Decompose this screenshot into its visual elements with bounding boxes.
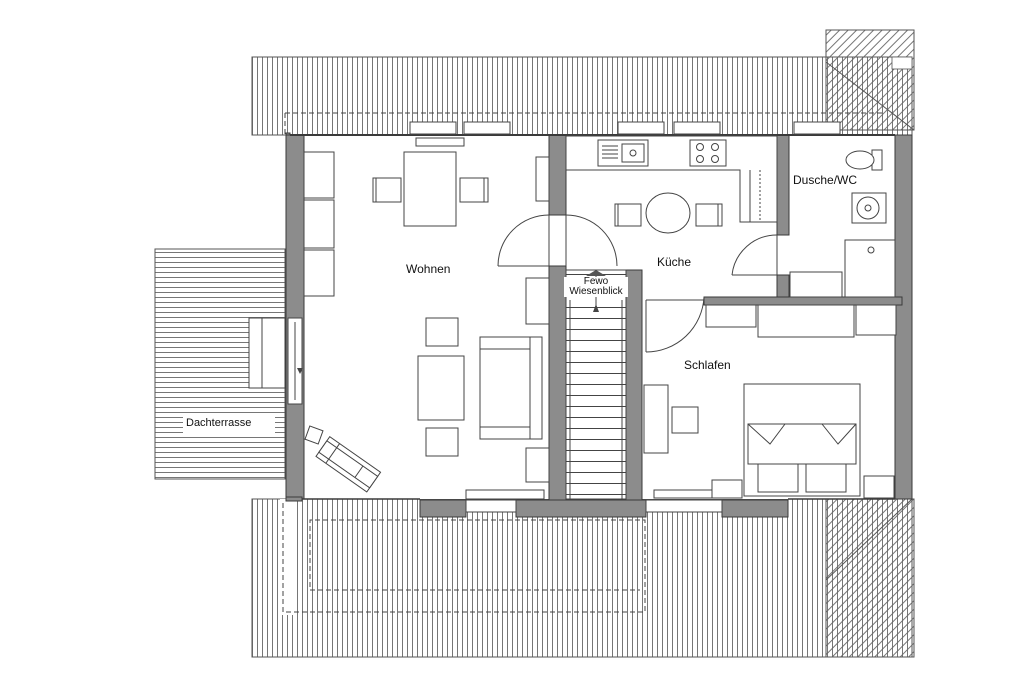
staircase	[565, 269, 627, 500]
room-label-schlafen: Schlafen	[684, 358, 731, 372]
stair-label-line2: Wiesenblick	[569, 286, 623, 297]
bedroom-furniture	[643, 304, 897, 499]
doors	[497, 214, 778, 353]
walls	[285, 132, 913, 518]
bathroom-fixtures	[789, 149, 896, 298]
terrace-door	[287, 317, 303, 405]
living-furniture	[303, 137, 550, 500]
room-label-dusche-wc: Dusche/WC	[793, 173, 858, 187]
stair-label-line1: Fewo	[583, 276, 609, 287]
stair-label: Fewo Wiesenblick	[564, 277, 628, 297]
room-label-dachterrasse: Dachterrasse	[186, 417, 252, 429]
roof-top	[251, 29, 915, 136]
top-windows	[409, 121, 841, 135]
roof-bottom	[251, 498, 915, 658]
kitchen-furniture	[565, 135, 778, 234]
roof-terrace-deck	[154, 248, 286, 480]
bottom-windows	[465, 499, 723, 513]
room-label-kueche: Küche	[657, 255, 692, 269]
room-label-wohnen: Wohnen	[406, 262, 451, 276]
